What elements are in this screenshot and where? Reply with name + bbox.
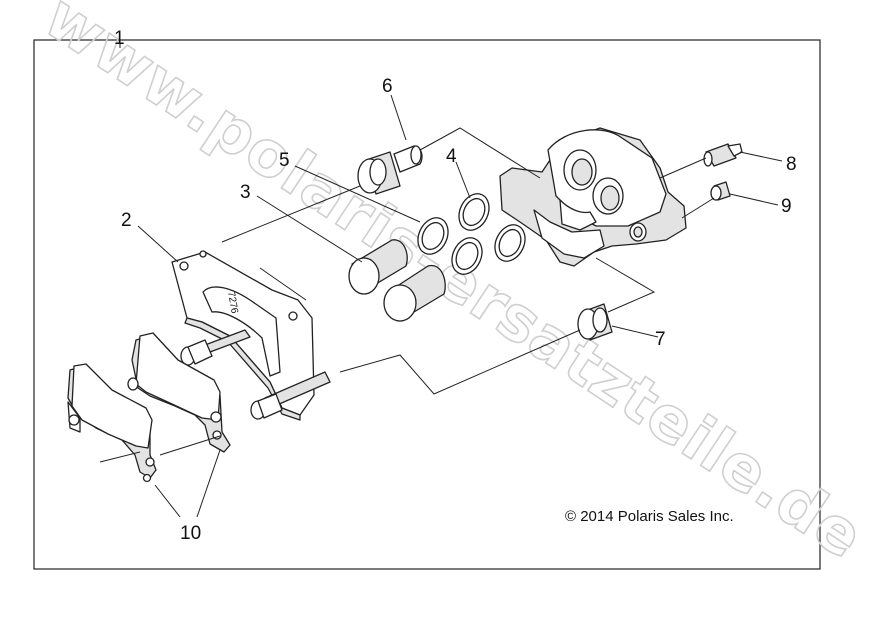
diagram-frame: [33, 39, 821, 570]
caliper-piston-upper: [348, 239, 408, 295]
leader-lines: [99, 40, 783, 518]
caliper-housing: [499, 127, 687, 267]
callout-4: 4: [446, 146, 457, 167]
brake-pad-outer: [67, 363, 157, 483]
caliper-piston-lower: [383, 264, 446, 322]
bleeder-screw: [703, 143, 743, 167]
callout-9: 9: [781, 196, 792, 217]
watermark-text: www.polaris-ersatzteile.de: [32, 0, 872, 573]
slide-pin-boot-upper: [357, 145, 423, 195]
callout-10: 10: [180, 523, 201, 544]
callout-1: 1: [114, 28, 125, 49]
callout-2: 2: [121, 210, 132, 231]
bleeder-cap: [710, 181, 731, 201]
copyright-notice: © 2014 Polaris Sales Inc.: [565, 508, 734, 525]
callout-8: 8: [786, 154, 797, 175]
bracket-stamp: 7276: [225, 291, 240, 315]
slide-pin-boot-lower: [577, 303, 613, 341]
caliper-bracket: 7276: [171, 250, 331, 421]
callout-5: 5: [279, 150, 290, 171]
piston-seal-upper: [417, 217, 449, 255]
callout-3: 3: [240, 182, 251, 203]
callout-7: 7: [655, 329, 666, 350]
callout-6: 6: [382, 76, 393, 97]
dust-seal-upper: [458, 193, 490, 231]
brake-pad-inner: [127, 332, 231, 453]
dust-seal-lower: [494, 224, 526, 262]
piston-seal-lower: [451, 237, 483, 275]
